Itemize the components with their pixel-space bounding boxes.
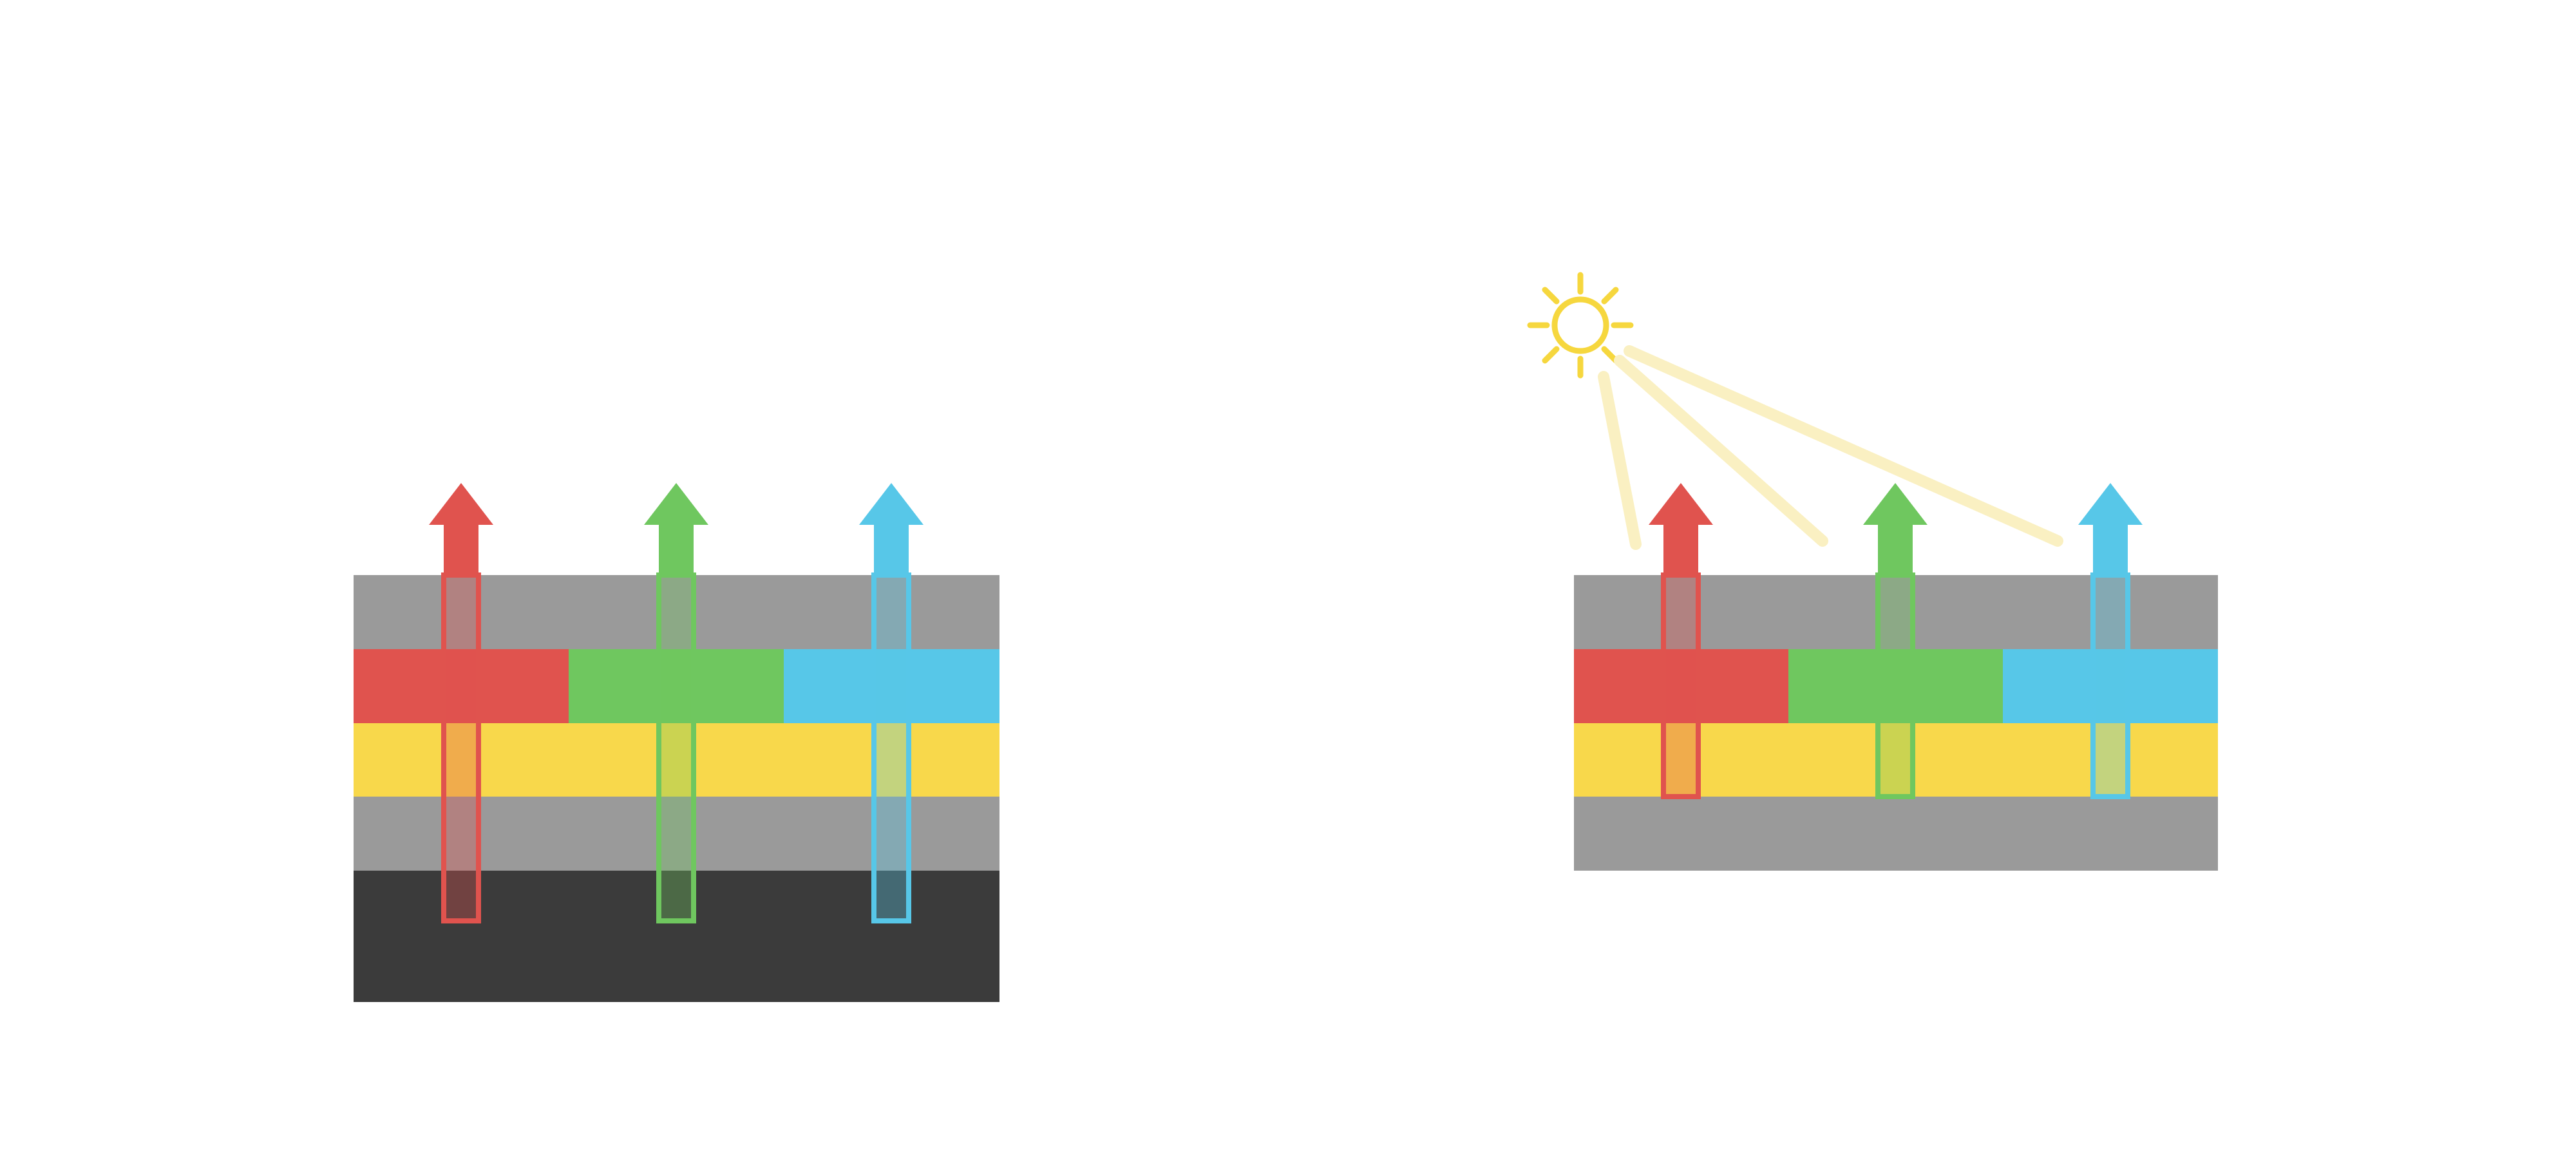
right-green-arrow-head bbox=[1863, 483, 1927, 575]
right-red-pixel-layer bbox=[1574, 649, 1788, 723]
left-red-arrow-shaft bbox=[441, 572, 481, 923]
left-blue-pixel-layer bbox=[784, 649, 999, 723]
right-yellow-layer bbox=[1574, 723, 2218, 797]
right-red-arrow-shaft bbox=[1661, 572, 1701, 799]
right-green-pixel-layer bbox=[1788, 649, 2003, 723]
left-green-pixel-layer bbox=[569, 649, 784, 723]
sun-disc bbox=[1551, 296, 1609, 354]
right-layer-stack bbox=[1574, 575, 2218, 871]
light-beam-right bbox=[1624, 345, 2063, 547]
light-beam-left bbox=[1598, 371, 1642, 550]
right-light-arrows bbox=[1649, 483, 2143, 799]
left-yellow-layer bbox=[354, 723, 999, 797]
right-bottom-gray-layer bbox=[1574, 797, 2218, 871]
left-green-arrow-shaft bbox=[656, 572, 696, 923]
left-layer-stack bbox=[354, 575, 999, 1002]
sun-icon bbox=[1527, 272, 1634, 379]
right-blue-arrow-head bbox=[2078, 483, 2143, 575]
right-green-arrow-shaft bbox=[1875, 572, 1915, 799]
sun-ray bbox=[1601, 287, 1619, 305]
right-red-arrow-head bbox=[1649, 483, 1713, 575]
left-light-arrows bbox=[429, 483, 923, 923]
left-red-pixel-layer bbox=[354, 649, 569, 723]
left-bottom-gray-layer bbox=[354, 797, 999, 871]
light-beam-middle bbox=[1614, 355, 1828, 547]
left-blue-arrow-shaft bbox=[871, 572, 911, 923]
sun-ray bbox=[1542, 346, 1560, 364]
sun-ray bbox=[1542, 287, 1560, 305]
left-red-arrow-head bbox=[429, 483, 493, 575]
left-dark-substrate-layer bbox=[354, 871, 999, 1002]
left-blue-arrow-head bbox=[859, 483, 923, 575]
left-top-gray-layer bbox=[354, 575, 999, 649]
sun-ray bbox=[1601, 346, 1619, 364]
left-green-arrow-head bbox=[644, 483, 708, 575]
right-blue-arrow-shaft bbox=[2090, 572, 2130, 799]
right-blue-pixel-layer bbox=[2003, 649, 2218, 723]
sun-light-beams bbox=[1598, 345, 2063, 550]
right-top-gray-layer bbox=[1574, 575, 2218, 649]
